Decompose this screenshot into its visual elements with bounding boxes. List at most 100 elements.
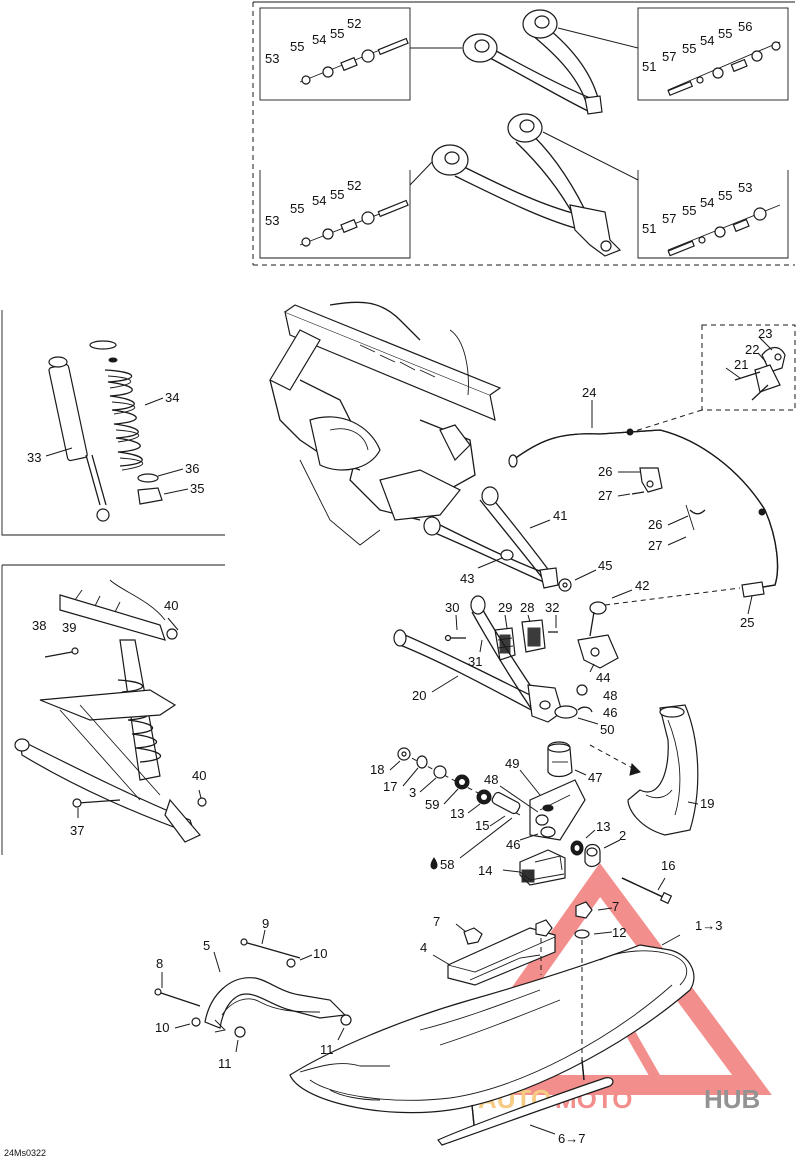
clamp-28 bbox=[521, 619, 546, 653]
callout-38: 38 bbox=[32, 618, 46, 633]
callout-12: 12 bbox=[612, 925, 626, 940]
nut-7-right bbox=[575, 901, 593, 919]
callout-53: 53 bbox=[265, 51, 279, 66]
washer-10-top bbox=[286, 958, 296, 968]
ski-runner-6-7 bbox=[437, 1059, 614, 1146]
callout-15: 15 bbox=[475, 818, 489, 833]
washer-12 bbox=[574, 929, 590, 939]
callout-11: 11 bbox=[320, 1042, 334, 1057]
callout-25: 25 bbox=[740, 615, 754, 630]
callout-44: 44 bbox=[596, 670, 610, 685]
spindle-hardware-stack bbox=[397, 747, 521, 816]
callout-10: 10 bbox=[155, 1020, 169, 1035]
callout-54: 54 bbox=[312, 193, 326, 208]
callout-35: 35 bbox=[190, 481, 204, 496]
callout-14: 14 bbox=[478, 863, 492, 878]
inset-shock-spring: 34 33 36 35 bbox=[1, 310, 225, 536]
callout-52: 52 bbox=[347, 178, 361, 193]
callout-30: 30 bbox=[445, 600, 459, 615]
callout-51: 51 bbox=[642, 59, 656, 74]
sway-bar-24 bbox=[508, 428, 779, 598]
lower-a-arm-detail bbox=[431, 113, 622, 257]
upper-a-arm-41 bbox=[423, 486, 559, 589]
callout-58: 58 bbox=[440, 857, 454, 872]
callout-59: 59 bbox=[425, 797, 439, 812]
callout-1-3: 1→3 bbox=[695, 918, 722, 933]
saddle-block-14 bbox=[519, 849, 566, 886]
nut-7-left bbox=[463, 927, 483, 945]
callout-26: 26 bbox=[598, 464, 612, 479]
bolt-16 bbox=[621, 877, 673, 905]
ball-joint-cap-50 bbox=[554, 705, 578, 719]
callout-57: 57 bbox=[662, 49, 676, 64]
callout-39: 39 bbox=[62, 620, 76, 635]
callout-41: 41 bbox=[553, 508, 567, 523]
nut-7-center bbox=[535, 919, 553, 937]
callout-47: 49 bbox=[505, 756, 519, 771]
inset-box-upper-left bbox=[259, 7, 411, 101]
watermark-text-hub: HUB bbox=[704, 1084, 760, 1114]
callout-57: 57 bbox=[662, 211, 676, 226]
callout-11: 11 bbox=[218, 1056, 232, 1071]
callout-53: 53 bbox=[738, 180, 752, 195]
hardware-stack-lower-left bbox=[299, 199, 409, 247]
callout-23: 23 bbox=[758, 326, 772, 341]
callout-3: 3 bbox=[409, 785, 416, 800]
diagram-code: 24Ms0322 bbox=[4, 1148, 46, 1158]
callout-28: 28 bbox=[520, 600, 534, 615]
upper-a-arm-detail bbox=[462, 9, 603, 115]
lower-a-arm-20 bbox=[393, 595, 563, 723]
callout-42: 42 bbox=[635, 578, 649, 593]
callout-19: 19 bbox=[700, 796, 714, 811]
callout-51: 51 bbox=[642, 221, 656, 236]
shock-absorber-33 bbox=[48, 356, 110, 522]
callout-55: 55 bbox=[330, 26, 344, 41]
callout-20: 20 bbox=[412, 688, 426, 703]
callout-34: 34 bbox=[165, 390, 179, 405]
clamp-29 bbox=[494, 627, 516, 661]
callout-7: 7 bbox=[612, 899, 619, 914]
callout-54: 54 bbox=[312, 32, 326, 47]
callout-52: 52 bbox=[347, 16, 361, 31]
sway-bar-end-25 bbox=[741, 581, 765, 598]
callout-10: 10 bbox=[313, 946, 327, 961]
callout-55: 55 bbox=[682, 41, 696, 56]
grease-drop-58 bbox=[430, 857, 438, 870]
spring-34 bbox=[89, 340, 144, 471]
callout-43: 43 bbox=[460, 571, 474, 586]
bushing-2 bbox=[584, 843, 601, 868]
callout-6-7: 6→7 bbox=[558, 1131, 585, 1146]
bracket-26 bbox=[631, 467, 663, 495]
callout-21: 21 bbox=[734, 357, 748, 372]
callout-50: 50 bbox=[600, 722, 614, 737]
callout-54: 54 bbox=[700, 195, 714, 210]
callout-53: 53 bbox=[265, 213, 279, 228]
nut-48 bbox=[576, 684, 588, 696]
callout-33: 33 bbox=[27, 450, 41, 465]
callout-18: 18 bbox=[370, 762, 384, 777]
callout-48: 48 bbox=[603, 688, 617, 703]
cotter-46 bbox=[577, 706, 593, 713]
inset-box-upper-right bbox=[637, 7, 789, 101]
callout-55: 55 bbox=[682, 203, 696, 218]
callout-22: 22 bbox=[745, 342, 759, 357]
inset-a-arm-bushings: 53 55 54 55 52 51 57 55 54 55 56 53 55 5… bbox=[252, 1, 795, 266]
spacer-13 bbox=[570, 840, 584, 856]
hardware-stack-lower-right bbox=[667, 204, 781, 257]
callout-55: 55 bbox=[330, 187, 344, 202]
chassis-frame bbox=[269, 301, 502, 546]
callout-49: 47 bbox=[588, 770, 602, 785]
callout-8: 8 bbox=[156, 956, 163, 971]
callout-13: 13 bbox=[450, 806, 464, 821]
inset-box-lower-left bbox=[259, 170, 411, 259]
callout-13: 13 bbox=[596, 819, 610, 834]
callout-54: 54 bbox=[700, 33, 714, 48]
nut-11-right bbox=[340, 1014, 352, 1026]
hardware-stack-upper-right bbox=[667, 41, 781, 97]
callout-56: 56 bbox=[738, 19, 752, 34]
callout-55: 55 bbox=[718, 26, 732, 41]
callout-16: 16 bbox=[661, 858, 675, 873]
callout-40: 40 bbox=[192, 768, 206, 783]
inset-assembled-suspension: 40 38 39 40 37 bbox=[1, 564, 225, 855]
